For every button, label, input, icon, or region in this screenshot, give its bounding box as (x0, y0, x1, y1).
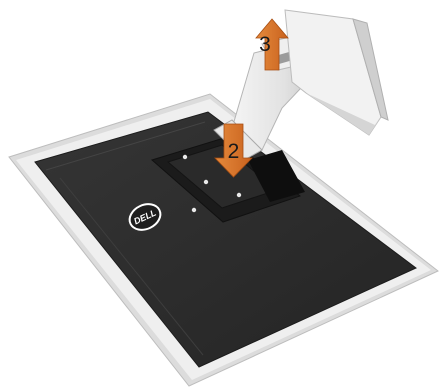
screw-hole (192, 208, 196, 212)
screw-hole (237, 193, 241, 197)
step-2-label: 2 (228, 140, 240, 163)
screw-hole (183, 155, 187, 159)
step-3-label: 3 (259, 33, 271, 56)
screw-hole (204, 180, 208, 184)
